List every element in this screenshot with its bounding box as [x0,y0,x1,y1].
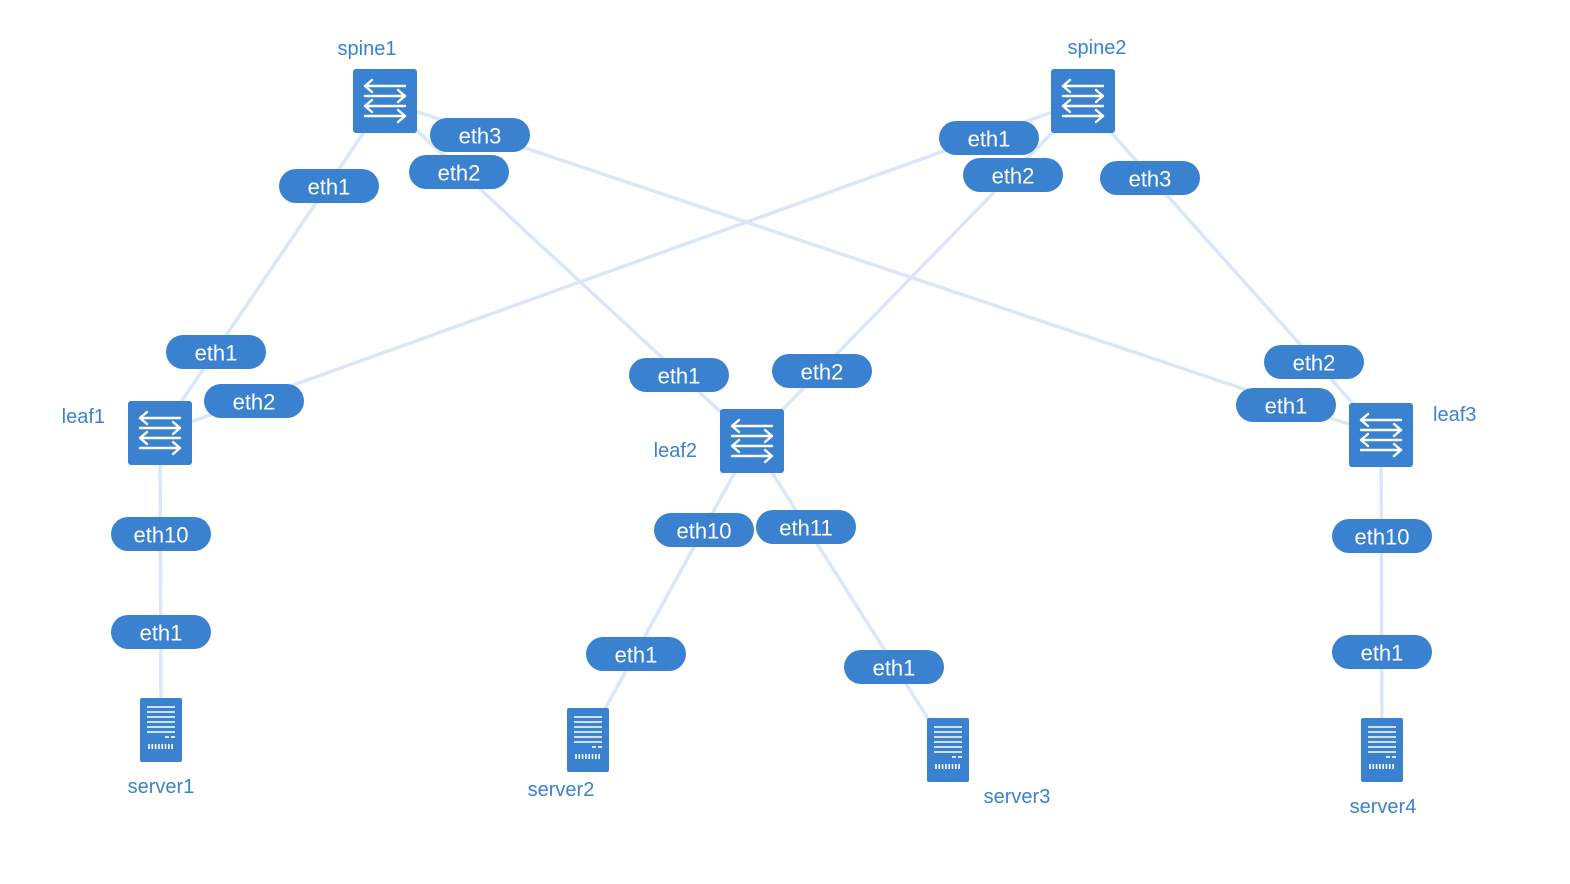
port-server2-eth1[interactable]: eth1 [586,637,686,671]
leaf1-label: leaf1 [62,406,105,428]
link-spine1-leaf3 [383,99,1383,437]
port-server3-eth1[interactable]: eth1 [844,650,944,684]
port-server3-eth1-label: eth1 [873,656,916,681]
leaf2-label: leaf2 [654,440,697,462]
server-icon [1361,718,1403,782]
server1-label: server1 [128,776,195,798]
switch-icon [1051,69,1115,133]
port-leaf2-eth10[interactable]: eth10 [654,513,754,547]
port-leaf3-eth10[interactable]: eth10 [1332,519,1432,553]
switch-icon [353,69,417,133]
port-leaf2-eth1[interactable]: eth1 [629,358,729,392]
port-leaf2-eth1-label: eth1 [658,364,701,389]
port-leaf1-eth2-label: eth2 [233,390,276,415]
port-server2-eth1-label: eth1 [615,643,658,668]
port-spine1-eth1[interactable]: eth1 [279,169,379,203]
leaf3-switch[interactable]: leaf3 [1349,403,1476,467]
port-server4-eth1-label: eth1 [1361,641,1404,666]
server4-label: server4 [1350,796,1417,818]
port-leaf3-eth2-label: eth2 [1293,351,1336,376]
server1-server[interactable]: server1 [128,698,195,798]
port-leaf1-eth2[interactable]: eth2 [204,384,304,418]
port-spine2-eth1[interactable]: eth1 [939,121,1039,155]
link-leaf3-server4 [1379,433,1384,752]
nodes-layer: spine1 spine2 leaf1 leaf2 leaf3 server1 server… [62,37,1477,818]
port-leaf1-eth1[interactable]: eth1 [166,335,266,369]
link-leaf2-server2 [586,439,754,742]
port-spine1-eth3-label: eth3 [459,124,502,149]
server3-label: server3 [984,786,1051,808]
spine1-switch[interactable]: spine1 [338,38,417,133]
port-spine2-eth2-label: eth2 [992,164,1035,189]
switch-icon [128,401,192,465]
port-server4-eth1[interactable]: eth1 [1332,635,1432,669]
server-icon [140,698,182,762]
leaf3-label: leaf3 [1433,404,1476,426]
server-icon [567,708,609,772]
link-spine1-leaf1 [158,99,387,435]
port-spine2-eth1-label: eth1 [968,127,1011,152]
server2-server[interactable]: server2 [528,708,609,801]
link-spine2-leaf3 [1081,99,1383,437]
spine2-switch[interactable]: spine2 [1051,37,1126,133]
port-leaf3-eth10-label: eth10 [1354,525,1409,550]
port-spine2-eth3[interactable]: eth3 [1100,161,1200,195]
port-leaf1-eth10-label: eth10 [133,523,188,548]
port-leaf2-eth10-label: eth10 [676,519,731,544]
server4-server[interactable]: server4 [1350,718,1417,818]
port-spine1-eth2-label: eth2 [438,161,481,186]
server3-server[interactable]: server3 [927,718,1050,808]
port-server1-eth1[interactable]: eth1 [111,615,211,649]
port-leaf2-eth11[interactable]: eth11 [756,510,856,544]
port-leaf2-eth11-label: eth11 [779,516,832,541]
port-spine2-eth2[interactable]: eth2 [963,158,1063,192]
port-leaf2-eth2-label: eth2 [801,360,844,385]
link-spine2-leaf2 [750,99,1085,443]
port-leaf1-eth1-label: eth1 [195,341,238,366]
port-leaf3-eth1-label: eth1 [1265,394,1308,419]
port-leaf2-eth2[interactable]: eth2 [772,354,872,388]
port-spine1-eth3[interactable]: eth3 [430,118,530,152]
switch-icon [1349,403,1413,467]
port-spine1-eth2[interactable]: eth2 [409,155,509,189]
switch-icon [720,409,784,473]
link-leaf1-server1 [158,431,163,732]
spine1-label: spine1 [338,38,397,60]
port-leaf1-eth10[interactable]: eth10 [111,517,211,551]
port-server1-eth1-label: eth1 [140,621,183,646]
port-leaf3-eth1[interactable]: eth1 [1236,388,1336,422]
link-spine2-leaf1 [158,99,1085,435]
link-leaf2-server3 [750,439,950,752]
spine2-label: spine2 [1068,37,1127,59]
ports-layer: eth1 eth1 eth2 eth1 eth3 eth1 eth1 eth2 eth2 eth2… [111,118,1432,684]
port-spine1-eth1-label: eth1 [308,175,351,200]
port-spine2-eth3-label: eth3 [1129,167,1172,192]
port-leaf3-eth2[interactable]: eth2 [1264,345,1364,379]
server-icon [927,718,969,782]
server2-label: server2 [528,779,595,801]
leaf1-switch[interactable]: leaf1 [62,401,192,465]
leaf2-switch[interactable]: leaf2 [654,409,784,473]
